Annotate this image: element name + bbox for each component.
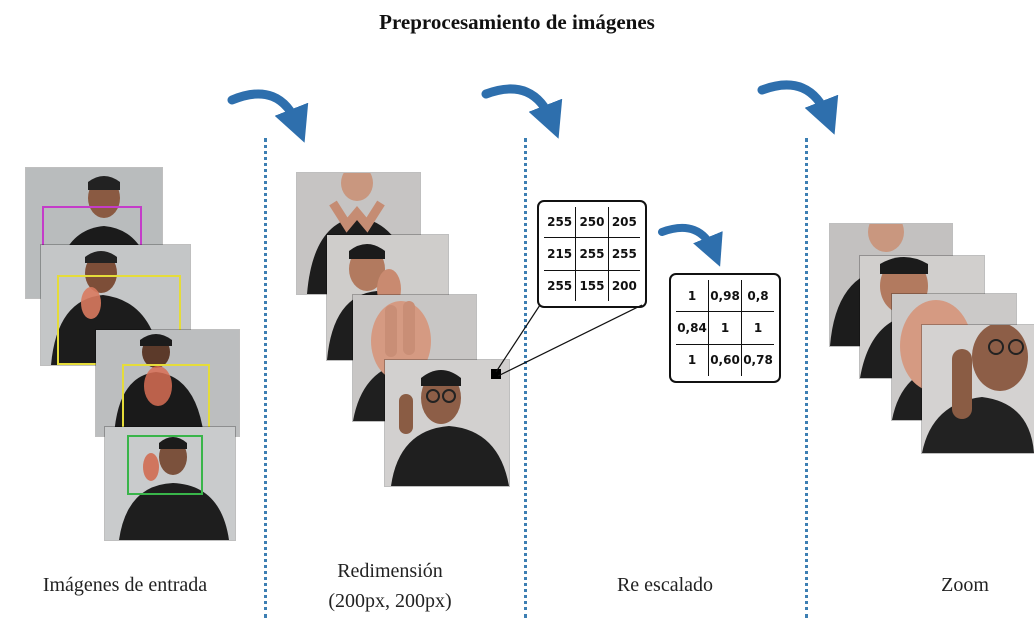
stage-label-zoom: Zoom [941,574,989,596]
curved-arrow-icon [658,224,723,267]
matrix-cell: 250 [575,207,609,239]
matrix-cell: 255 [575,237,609,271]
matrix-cell: 1 [676,343,709,376]
zoom-connector-line [497,304,643,377]
detection-box [122,364,210,436]
input-photo [96,330,239,436]
stage-label-resize-line1: Redimensión [337,560,443,582]
matrix-cell: 0,78 [741,343,774,376]
matrix-cell: 205 [607,207,640,239]
matrix-cell: 200 [607,269,640,301]
matrix-cell: 1 [707,311,743,345]
matrix-cell: 0,84 [676,311,709,345]
matrix-cell: 0,60 [707,343,743,376]
zoomed-photo [922,325,1034,453]
diagram-title: Preprocesamiento de imágenes [379,10,655,34]
stage-label-rescale: Re escalado [616,574,714,596]
stage-divider [805,138,808,618]
input-photo [105,427,235,540]
matrix-cell: 0,8 [741,280,774,313]
matrix-cell: 215 [544,237,577,271]
curved-arrow-icon [481,84,563,139]
matrix-cell: 255 [544,269,577,301]
curved-arrow-icon [227,89,309,143]
matrix-cell: 255 [607,237,640,271]
matrix-cell: 255 [544,207,577,239]
resized-photo-selected [385,360,509,486]
stage-divider [264,138,267,618]
stage-label-input: Imágenes de entrada [42,574,208,596]
matrix-cell: 155 [575,269,609,301]
stage-label-resize-line2: (200px, 200px) [328,590,452,612]
rescaled-values-matrix: 1 0,98 0,8 0,84 1 1 1 0,60 0,78 [669,273,781,383]
pixel-values-matrix: 255 250 205 215 255 255 255 155 200 [537,200,647,308]
matrix-cell: 0,98 [707,280,743,313]
matrix-cell: 1 [676,280,709,313]
selected-pixel-marker [491,369,501,379]
stage-label-resize: Redimensión (200px, 200px) [300,556,480,616]
stage-divider [524,138,527,618]
matrix-cell: 1 [741,311,774,345]
curved-arrow-icon [757,80,839,135]
detection-box [127,435,203,495]
